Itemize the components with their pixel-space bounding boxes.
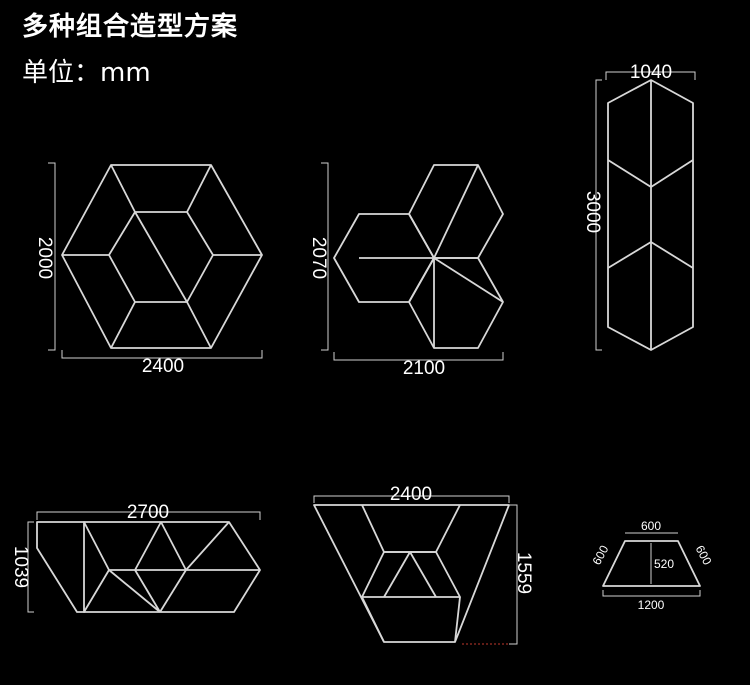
flower-width-dimension — [333, 352, 504, 361]
small-trapezoid-right-label: 600 — [693, 543, 715, 568]
hexagon-width-dimension — [61, 350, 263, 359]
column-height-label: 3000 — [582, 191, 603, 233]
unit-label: 单位：mm — [22, 58, 151, 88]
trapezoid-width-label: 2400 — [390, 484, 432, 505]
hexagon-width-label: 2400 — [142, 356, 184, 377]
column-width-label: 1040 — [630, 62, 672, 83]
wide-band-height-label: 1039 — [10, 546, 31, 588]
column-width-dimension — [605, 71, 696, 80]
trapezoid-width-dimension — [313, 495, 510, 503]
trapezoid-height-dimension — [462, 504, 518, 645]
wide-band-height-dimension — [27, 521, 34, 613]
flower-width-label: 2100 — [403, 358, 445, 379]
flower-height-label: 2070 — [308, 237, 329, 279]
hexagon-shape — [61, 164, 263, 349]
column-height-dimension — [595, 79, 602, 351]
inverted-trapezoid-shape — [313, 504, 510, 643]
wide-band-width-label: 2700 — [127, 502, 169, 523]
wide-band-shape — [36, 521, 261, 613]
small-trapezoid-middle-label: 520 — [654, 557, 674, 571]
small-trapezoid-left-label: 600 — [590, 543, 612, 568]
page-title: 多种组合造型方案 — [22, 12, 239, 42]
flower-shape — [333, 164, 504, 349]
flower-height-dimension — [321, 162, 329, 351]
wide-band-width-dimension — [36, 511, 261, 520]
hexagon-height-dimension — [48, 162, 56, 351]
small-trapezoid-top-label: 600 — [641, 519, 661, 533]
small-trapezoid-bottom-label: 1200 — [638, 598, 665, 612]
small-trapezoid-bottom-dimension — [602, 590, 701, 597]
tall-column-shape — [607, 79, 694, 351]
hexagon-height-label: 2000 — [34, 237, 55, 279]
small-trapezoid-shape — [602, 540, 701, 587]
trapezoid-height-label: 1559 — [513, 552, 534, 594]
